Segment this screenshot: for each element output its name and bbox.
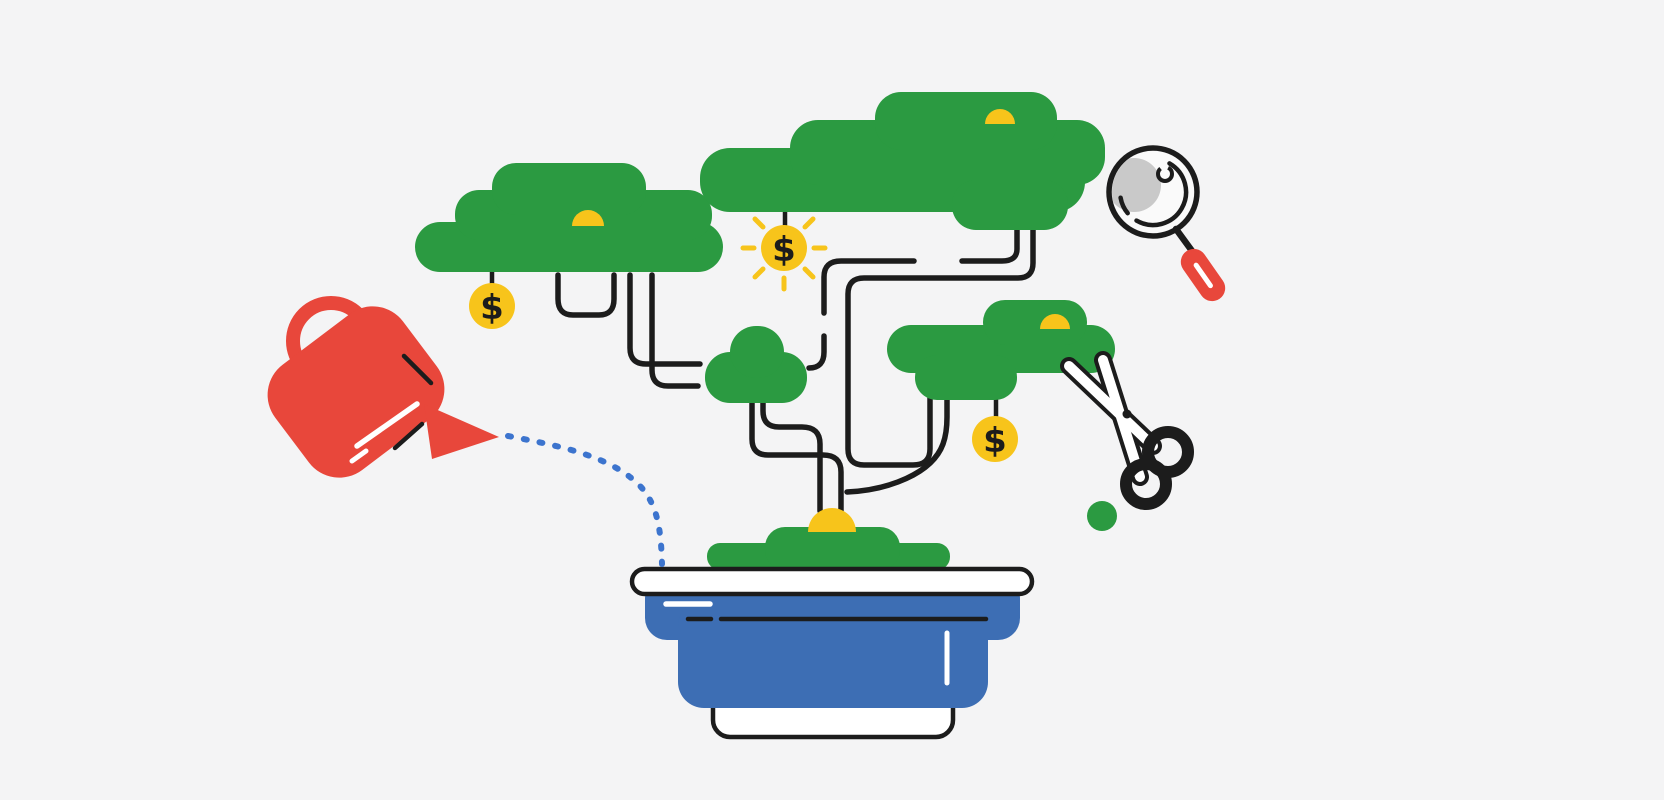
foliage-top-cloud [700,92,1105,230]
foliage-small-cloud [705,326,807,403]
can-body [267,306,445,478]
sun-ray-northwest [752,216,766,230]
branch-trunk-inner [845,221,1036,468]
foliage-right-cloud [887,300,1115,400]
magnifier-inner-arc [1134,161,1189,228]
branch-loop-under-left-cloud [555,272,617,318]
scissors-blade-a [1064,361,1158,451]
sun-ray-southwest [752,266,766,280]
right-cloud-peeking-coin [1040,314,1070,329]
watering-can-icon [267,296,499,478]
sun-coin-dollar: $ [772,230,796,270]
can-detail-line-top [401,353,434,386]
top-cloud-peeking-coin [985,109,1015,124]
scissors-handle-lower [1120,458,1172,510]
small-cloud-top-lobe [730,326,784,378]
can-detail-line-bottom [392,421,425,451]
branch-stub-to-small-cloud [806,333,827,371]
pot-mound [707,508,950,570]
sun-ray-northeast [802,216,816,230]
right-cloud-top-lobe [983,300,1087,345]
branch-to-top-cloud-left [959,221,1020,264]
magnifier-glint-loop [1156,165,1174,183]
branch-trunk-outer-top [821,258,917,316]
trunk-base-coin [808,508,856,532]
pot-rim [629,566,1035,597]
right-coin-disc [972,416,1018,462]
can-spout [424,404,499,459]
magnifier-inner-arc-small [1118,195,1130,216]
left-coin-dollar: $ [480,288,504,328]
top-cloud-top-lobe [875,92,1057,150]
foliage-left-cloud [415,163,723,272]
right-coin: $ [972,416,1018,462]
branch-sweep-to-right-cloud [844,395,950,495]
sun-coin: $ [740,216,828,292]
branch-left-to-small-cloud-upper [627,272,703,367]
left-cloud-peeking-coin [572,210,604,226]
sun-ray-southeast [802,266,816,280]
pot-body [678,600,988,708]
can-body-group [267,306,445,478]
magnifier-handle-highlight [1193,262,1213,289]
scissors-blade-b [1098,355,1145,482]
magnifying-glass-icon [1106,145,1226,302]
left-coin: $ [469,283,515,329]
branch-lower-trunk-right [749,399,844,514]
right-coin-dollar: $ [983,421,1007,461]
can-highlight-long [354,401,420,449]
mound-center-lobe [765,527,900,570]
tree-branches [489,200,1036,514]
magnifier-ring [1106,145,1200,239]
scissors-icon [1060,351,1194,510]
scissors-pivot [1122,409,1132,419]
bonsai-pot [629,566,1035,740]
can-highlight-tick [349,448,369,464]
left-coin-disc [469,283,515,329]
water-stream-dotted [505,433,665,567]
right-cloud-bottom-lobe [915,355,1017,400]
magnifier-handle-group [1180,248,1226,302]
top-cloud-lower-right-lobe [952,180,1068,230]
branch-lower-trunk-left [760,399,823,514]
branch-left-to-small-cloud-lower [649,272,701,389]
sun-coin-disc [761,225,807,271]
falling-leaf-dot [1087,501,1117,531]
left-cloud-top-lobe [492,163,646,215]
